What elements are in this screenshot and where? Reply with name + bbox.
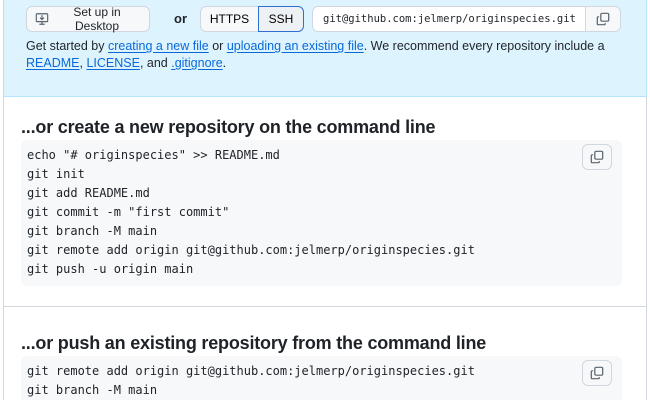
copy-icon [590,366,604,380]
copy-icon [590,150,604,164]
code-line: git add README.md [27,186,150,200]
desktop-download-icon [35,12,49,26]
code-line: git init [27,167,85,181]
code-line: git commit -m "first commit" [27,205,230,219]
push-repo-title: ...or push an existing repository from t… [21,333,487,353]
code-line: git push -u origin main [27,262,194,276]
gitignore-link[interactable]: .gitignore [171,56,223,70]
create-repo-section [3,97,647,307]
code-line: git remote add origin git@github.com:jel… [27,364,475,378]
copy-url-button[interactable] [586,6,621,32]
or-label: or [174,11,187,26]
https-tab[interactable]: HTTPS [200,6,258,32]
create-repo-title: ...or create a new repository on the com… [21,117,436,137]
push-repo-section [3,307,647,400]
getting-started-text: Get started by creating a new file or up… [26,39,605,70]
protocol-toggle: HTTPS SSH [200,6,304,32]
clone-url-input[interactable]: git@github.com:jelmerp/originspecies.git [312,6,586,32]
code-line: git remote add origin git@github.com:jel… [27,243,475,257]
copy-icon [596,12,610,26]
copy-create-commands-button[interactable] [582,144,612,170]
ssh-tab[interactable]: SSH [258,6,304,32]
create-repo-code-block: echo "# originspecies" >> README.md git … [21,140,622,286]
readme-link[interactable]: README [26,56,80,70]
setup-desktop-label: Set up in Desktop [73,5,121,33]
code-line: git branch -M main [27,224,158,238]
upload-file-link[interactable]: uploading an existing file [226,39,364,53]
push-repo-code-block: git remote add origin git@github.com:jel… [21,356,622,400]
code-line: echo "# originspecies" >> README.md [27,148,280,162]
create-new-file-link[interactable]: creating a new file [107,39,209,53]
setup-desktop-button[interactable]: Set up in Desktop [26,5,150,33]
code-line: git branch -M main [27,383,158,397]
copy-push-commands-button[interactable] [582,360,612,386]
license-link[interactable]: LICENSE [86,56,140,70]
